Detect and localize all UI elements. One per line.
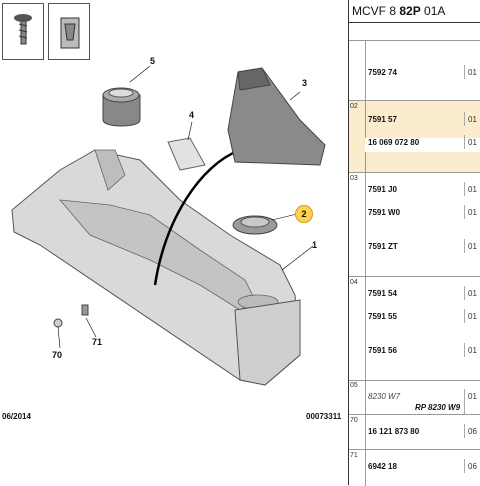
part-group-71: 71 6942 18 06	[349, 449, 480, 486]
part-row[interactable]: 7591 57 01	[365, 112, 480, 129]
clip-icon	[60, 17, 80, 49]
screw-thumbnail[interactable]	[2, 3, 44, 60]
part-row[interactable]: 7591 J0 01	[365, 182, 480, 199]
parts-diagram: 70 71 5 3 4 2 1 70 71 06/2014 00073311	[2, 3, 342, 421]
replacement-row[interactable]: RP 8230 W9	[365, 400, 480, 417]
callout-1[interactable]: 1	[312, 240, 318, 250]
parts-panel: MCVF 8 82P 01A 7592 74 01 02 7591 57 01 …	[348, 0, 480, 486]
part-row[interactable]: 8230 W7 01	[365, 389, 480, 406]
callout-70[interactable]: 70	[52, 350, 63, 360]
part-group-5: 05 8230 W7 01 RP 8230 W9	[349, 380, 480, 415]
part-row[interactable]: 16 121 873 80 06	[365, 424, 480, 441]
part-row[interactable]: 7591 55 01	[365, 309, 480, 326]
part-group-3: 03 7591 J0 01 7591 W0 01 7591 ZT 01	[349, 172, 480, 277]
callout-3[interactable]: 3	[302, 78, 308, 88]
part-row[interactable]: 7592 74 01	[365, 65, 480, 82]
part-row[interactable]: 6942 18 06	[365, 459, 480, 476]
screw-icon	[14, 14, 32, 45]
console-illustration	[11, 65, 326, 386]
part-group-4: 04 7591 54 01 7591 55 01 7591 56 01	[349, 276, 480, 381]
callout-2[interactable]: 2	[295, 205, 313, 223]
callout-71[interactable]: 71	[92, 337, 103, 347]
diagram-ref: 00073311	[306, 412, 342, 421]
part-row[interactable]: 16 069 072 80 01	[365, 135, 480, 152]
part-group-1: 7592 74 01	[349, 40, 480, 101]
callout-5[interactable]: 5	[150, 56, 156, 66]
part-group-2: 02 7591 57 01 16 069 072 80 01	[349, 100, 480, 173]
callout-4[interactable]: 4	[189, 110, 195, 120]
part-row[interactable]: 7591 W0 01	[365, 205, 480, 222]
panel-header: MCVF 8 82P 01A	[352, 4, 446, 18]
header-divider	[349, 22, 480, 23]
diagram-date: 06/2014	[2, 412, 31, 421]
part-group-70: 70 16 121 873 80 06	[349, 414, 480, 450]
part-row[interactable]: 7591 ZT 01	[365, 239, 480, 256]
part-row[interactable]: 7591 56 01	[365, 343, 480, 360]
part-row[interactable]: 7591 54 01	[365, 286, 480, 303]
clip-thumbnail[interactable]	[48, 3, 90, 60]
